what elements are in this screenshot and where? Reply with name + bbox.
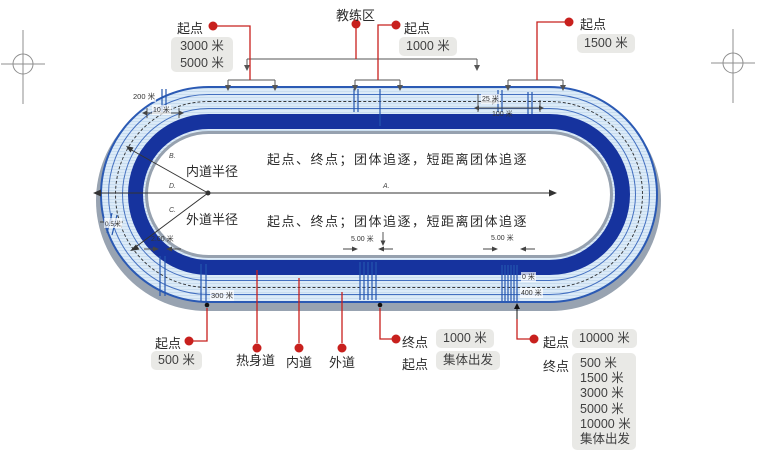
start-10000-value: 10000 米 xyxy=(572,329,637,348)
marker-a: A. xyxy=(383,183,390,190)
start-500-label: 起点 xyxy=(155,336,182,351)
inner-lane-label: 内道 xyxy=(286,355,313,370)
finish-value-1500: 1500 米 xyxy=(580,371,624,386)
mark-25m: 25 米 xyxy=(481,94,500,104)
finish-value-3000: 3000 米 xyxy=(580,386,624,401)
finish-multi-values: 500 米 1500 米 3000 米 5000 米 10000 米 集体出发 xyxy=(572,353,636,451)
start-3000-5000-values: 3000 米 5000 米 xyxy=(171,37,233,72)
crosshair-left-icon xyxy=(1,30,45,104)
finish-1000-value: 1000 米 xyxy=(436,329,494,348)
finish-multi-label: 终点 xyxy=(543,359,570,374)
track xyxy=(96,86,661,311)
start-1500-label: 起点 xyxy=(580,17,607,32)
start-mass-label: 起点 xyxy=(402,357,429,372)
mark-100m: 100 米 xyxy=(492,111,513,118)
finish-value-10000: 10000 米 xyxy=(580,416,631,431)
dim-2m-label: 2.00 米 xyxy=(151,236,174,243)
start-mass-value: 集体出发 xyxy=(436,351,501,370)
mark-400m: 400 米 xyxy=(520,288,543,298)
finish-value-500: 500 米 xyxy=(580,356,617,370)
outer-lane-label: 外道 xyxy=(329,355,356,370)
value-5000m: 5000 米 xyxy=(180,55,224,70)
infield-note-upper: 起点、终点；团体追逐，短距离团体追逐 xyxy=(267,152,529,167)
mark-300m: 300 米 xyxy=(210,290,235,301)
coach-area-label: 教练区 xyxy=(336,8,376,23)
crosshair-right-icon xyxy=(711,29,755,103)
dim-5m-right-label: 5.00 米 xyxy=(491,235,514,242)
infield-note-lower: 起点、终点；团体追逐，短距离团体追逐 xyxy=(267,214,529,229)
mark-0m: 0 米 xyxy=(521,272,536,282)
warmup-lane-label: 热身道 xyxy=(236,353,276,368)
finish-1000-label: 终点 xyxy=(402,335,429,350)
mark-10m: 10 米 xyxy=(152,105,171,115)
value-3000m: 3000 米 xyxy=(180,39,224,53)
mark-0-5m: 0.5米 xyxy=(104,218,122,228)
marker-d: D. xyxy=(169,183,176,190)
start-3000-5000-label: 起点 xyxy=(177,21,204,36)
finish-value-5000: 5000 米 xyxy=(580,401,624,416)
start-10000-label: 起点 xyxy=(543,335,570,350)
start-500-value: 500 米 xyxy=(151,351,202,370)
inner-radius-label: 内道半径 xyxy=(186,164,239,179)
finish-value-mass: 集体出发 xyxy=(580,432,631,447)
start-1000-label: 起点 xyxy=(404,21,431,36)
start-1000-value: 1000 米 xyxy=(399,37,457,56)
outer-radius-label: 外道半径 xyxy=(186,212,239,227)
start-1500-value: 1500 米 xyxy=(577,34,635,53)
red-callout-dots-top xyxy=(208,17,574,31)
mark-200m: 200 米 xyxy=(132,91,157,102)
dim-5m-left-label: 5.00 米 xyxy=(351,236,374,243)
marker-c: C. xyxy=(169,207,176,214)
red-callout-lines-top xyxy=(213,21,566,80)
marker-b: B. xyxy=(169,153,176,160)
